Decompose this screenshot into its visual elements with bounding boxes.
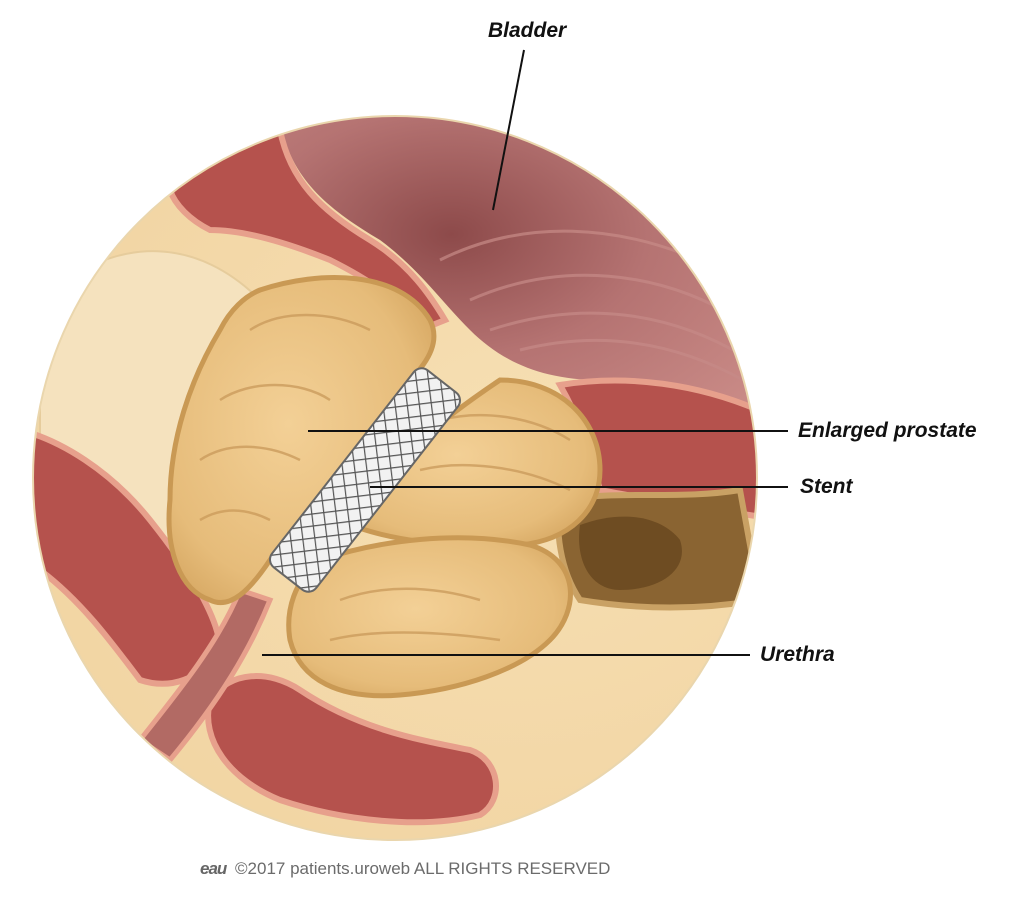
copyright-footer: eau ©2017 patients.uroweb ALL RIGHTS RES… xyxy=(200,860,610,877)
urethra-tube xyxy=(136,586,274,764)
prostate-lobe-left xyxy=(166,275,437,606)
circle-border xyxy=(32,115,758,841)
label-enlarged-prostate: Enlarged prostate xyxy=(798,419,977,442)
prostate-folds xyxy=(199,313,571,642)
pelvic-muscle-bottom xyxy=(205,673,499,826)
label-stent: Stent xyxy=(800,475,853,498)
label-urethra: Urethra xyxy=(760,643,835,666)
rectum-lumen xyxy=(579,516,682,590)
eau-logo: eau xyxy=(200,859,227,878)
leader-line-bladder xyxy=(492,49,525,211)
stent xyxy=(269,367,461,593)
prostate-lobe-right-lower xyxy=(286,535,573,699)
label-bladder: Bladder xyxy=(488,19,567,42)
copyright-text: ©2017 patients.uroweb ALL RIGHTS RESERVE… xyxy=(235,859,611,878)
